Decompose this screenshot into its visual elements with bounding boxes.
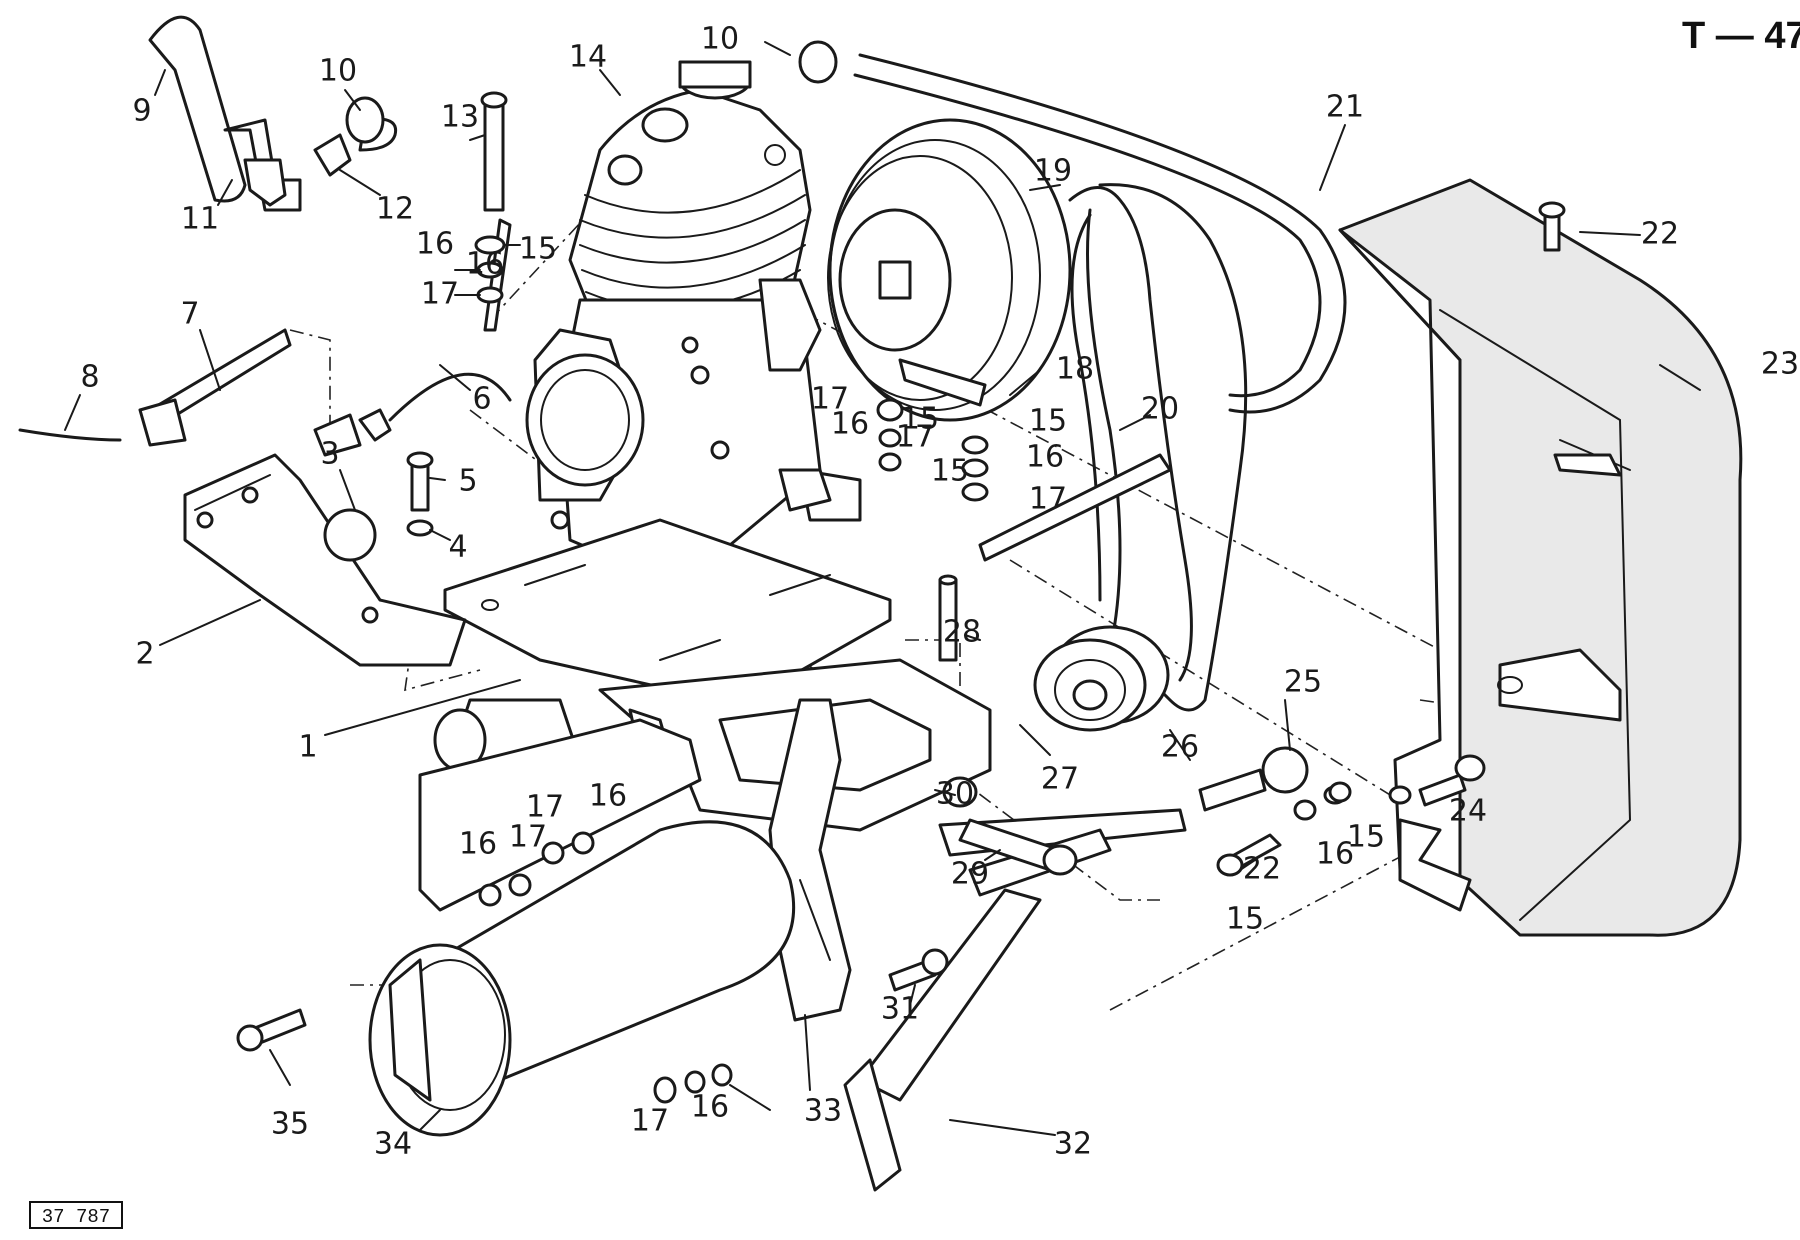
support-arm	[418, 698, 852, 1022]
callout-24: 24	[1449, 794, 1487, 829]
callout-33: 33	[804, 1094, 842, 1129]
callout-16: 16	[831, 407, 869, 442]
callout-16: 16	[416, 227, 454, 262]
leader-lines	[64, 41, 1701, 1136]
callout-22: 22	[1641, 217, 1679, 252]
callout-21: 21	[1326, 90, 1364, 125]
callout-20: 20	[1141, 392, 1179, 427]
callout-16: 16	[691, 1090, 729, 1125]
small-pulley	[1033, 625, 1170, 732]
callout-1: 1	[298, 730, 317, 765]
callout-32: 32	[1054, 1127, 1092, 1162]
callout-7: 7	[180, 297, 199, 332]
air-tank	[368, 820, 796, 1137]
sheet-code: T — 47	[1682, 15, 1800, 57]
belt-strip	[978, 453, 1172, 562]
air-compressor	[525, 60, 862, 572]
callout-17: 17	[526, 790, 564, 825]
callout-15: 15	[1029, 404, 1067, 439]
callout-16: 16	[466, 247, 504, 282]
callout-9: 9	[132, 94, 151, 129]
callout-16: 16	[1026, 440, 1064, 475]
callout-8: 8	[80, 360, 99, 395]
callout-16: 16	[459, 827, 497, 862]
callout-15: 15	[901, 402, 939, 437]
callout-18: 18	[1056, 352, 1094, 387]
callout-17: 17	[421, 277, 459, 312]
drawing-number-stamp: 37 787	[29, 1201, 123, 1229]
callout-35: 35	[271, 1107, 309, 1142]
callout-28: 28	[943, 615, 981, 650]
belt-guard	[1338, 178, 1743, 937]
callout-14: 14	[569, 40, 607, 75]
callout-16: 16	[589, 779, 627, 814]
callout-15: 15	[519, 232, 557, 267]
callout-23: 23	[1761, 347, 1799, 382]
callout-13: 13	[441, 100, 479, 135]
small-v-belt	[1068, 183, 1248, 712]
callout-15: 15	[1347, 820, 1385, 855]
callout-17: 17	[509, 820, 547, 855]
callout-5: 5	[458, 464, 477, 499]
drawing-number: 37 787	[42, 1206, 110, 1228]
callout-31: 31	[881, 992, 919, 1027]
callout-11: 11	[181, 202, 219, 237]
callout-22: 22	[1243, 852, 1281, 887]
long-v-belt	[853, 53, 1347, 414]
callout-3: 3	[320, 437, 339, 472]
callout-19: 19	[1034, 154, 1072, 189]
callout-16: 16	[1316, 837, 1354, 872]
callout-10: 10	[701, 22, 739, 57]
callout-17: 17	[631, 1104, 669, 1139]
support-bracket	[183, 453, 467, 667]
fasteners	[236, 40, 1566, 1104]
callout-2: 2	[135, 637, 154, 672]
callout-4: 4	[448, 530, 467, 565]
large-pulley	[827, 118, 1072, 422]
callout-15: 15	[931, 454, 969, 489]
callout-15: 15	[1226, 902, 1264, 937]
callout-29: 29	[951, 857, 989, 892]
callout-17: 17	[811, 382, 849, 417]
spacer-tube	[938, 574, 958, 662]
callout-10: 10	[319, 54, 357, 89]
callout-12: 12	[376, 192, 414, 227]
callout-27: 27	[1041, 762, 1079, 797]
callout-25: 25	[1284, 665, 1322, 700]
callout-17: 17	[1029, 482, 1067, 517]
callout-30: 30	[936, 777, 974, 812]
callout-34: 34	[374, 1127, 412, 1162]
callout-17: 17	[896, 420, 934, 455]
callout-6: 6	[472, 382, 491, 417]
callout-26: 26	[1161, 730, 1199, 765]
